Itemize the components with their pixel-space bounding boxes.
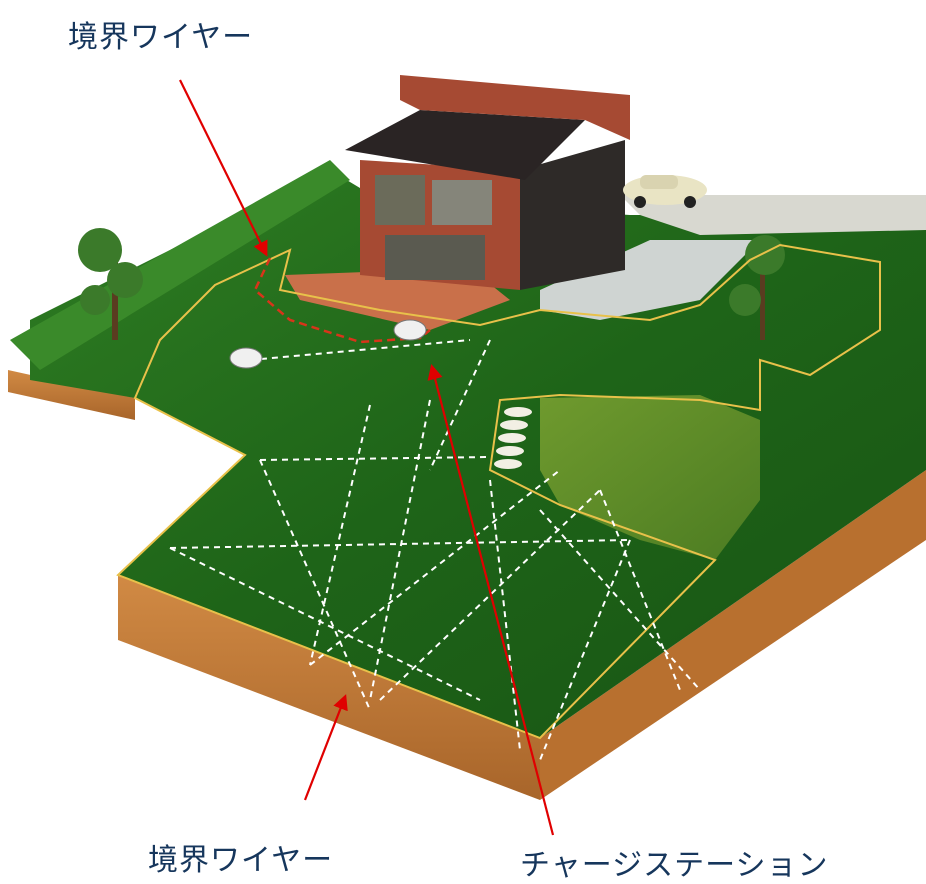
boundary-wire-label-bottom: 境界ワイヤー xyxy=(148,843,334,878)
arrow-boundary-wire-top xyxy=(179,79,268,257)
car-icon xyxy=(623,175,707,208)
guide-wire xyxy=(253,257,431,344)
hedge xyxy=(10,160,350,370)
arrow-charging-station xyxy=(427,364,555,836)
lawn-area xyxy=(30,170,926,738)
driveway xyxy=(620,195,926,235)
tree-icon xyxy=(78,228,785,340)
boundary-wire xyxy=(116,243,881,740)
meadow-patch xyxy=(540,395,760,560)
robot-mower-icon xyxy=(229,319,427,369)
house-icon xyxy=(345,75,630,290)
charging-station-label: チャージステーション xyxy=(520,848,829,883)
mowing-paths xyxy=(169,339,701,761)
arrow-boundary-wire-bottom xyxy=(303,694,348,801)
patio xyxy=(540,240,760,320)
stepping-stones-icon xyxy=(494,407,532,469)
boundary-wire-label-top: 境界ワイヤー xyxy=(68,20,254,55)
